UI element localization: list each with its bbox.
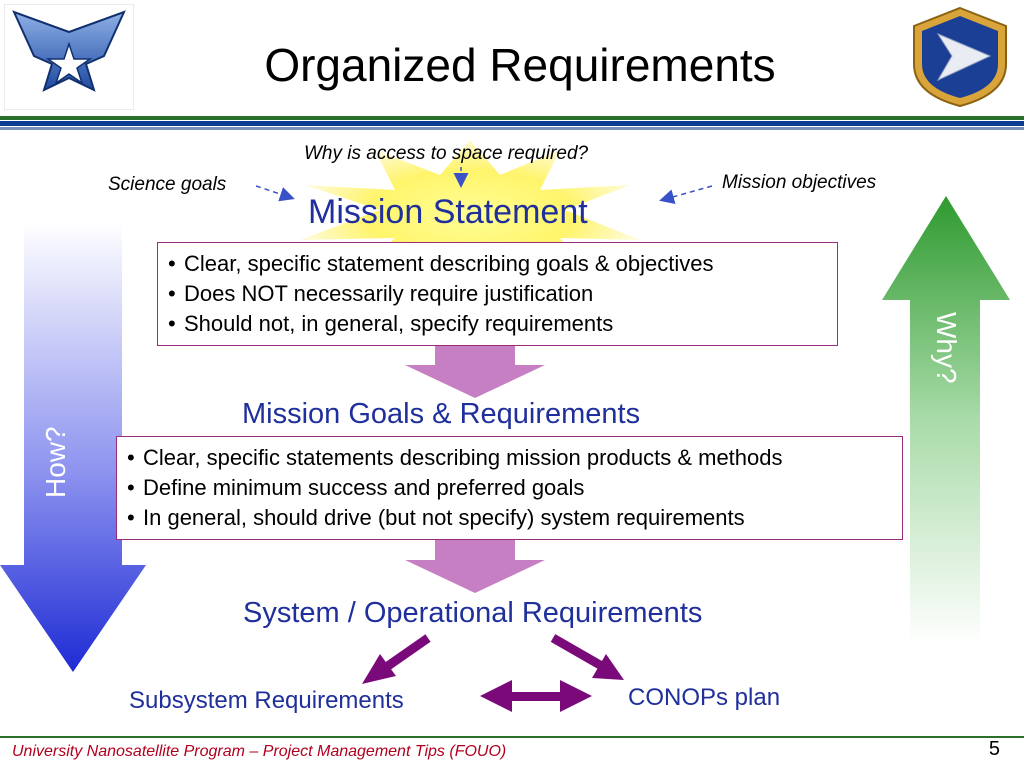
system-requirements-heading: System / Operational Requirements (243, 597, 703, 629)
double-arrow (480, 680, 592, 712)
footer-text: University Nanosatellite Program – Proje… (12, 743, 507, 760)
why-label: Why? (931, 312, 962, 384)
list-item: Clear, specific statements describing mi… (127, 443, 892, 473)
mission-objectives-label: Mission objectives (722, 172, 877, 193)
list-item: In general, should drive (but not specif… (127, 503, 892, 533)
dashed-arrow-mission (659, 185, 713, 204)
down-arrow-1 (405, 345, 545, 398)
mission-statement-box: Clear, specific statement describing goa… (157, 242, 838, 346)
diagonal-arrow-right (550, 634, 624, 680)
why-arrow (882, 196, 1010, 645)
diagonal-arrow-left (362, 634, 431, 684)
subsystem-requirements-label: Subsystem Requirements (129, 687, 404, 714)
footer-divider (0, 736, 1024, 738)
dashed-arrow-science (255, 185, 295, 202)
conops-plan-label: CONOPs plan (628, 684, 781, 711)
list-item: Define minimum success and preferred goa… (127, 473, 892, 503)
why-access-label: Why is access to space required? (304, 143, 589, 164)
header-divider (0, 116, 1024, 130)
down-arrow-2 (405, 540, 545, 593)
afrl-seal-icon (908, 4, 1012, 110)
mission-statement-heading: Mission Statement (308, 193, 588, 231)
science-goals-label: Science goals (108, 174, 227, 195)
page-title: Organized Requirements (264, 39, 776, 91)
page-number: 5 (988, 738, 1000, 760)
list-item: Clear, specific statement describing goa… (168, 249, 827, 279)
list-item: Does NOT necessarily require justificati… (168, 279, 827, 309)
list-item: Should not, in general, specify requirem… (168, 309, 827, 339)
air-force-wings-icon (3, 3, 135, 111)
how-label: How? (40, 426, 71, 498)
mission-goals-heading: Mission Goals & Requirements (242, 398, 641, 430)
mission-goals-box: Clear, specific statements describing mi… (116, 436, 903, 540)
how-arrow (0, 222, 146, 672)
